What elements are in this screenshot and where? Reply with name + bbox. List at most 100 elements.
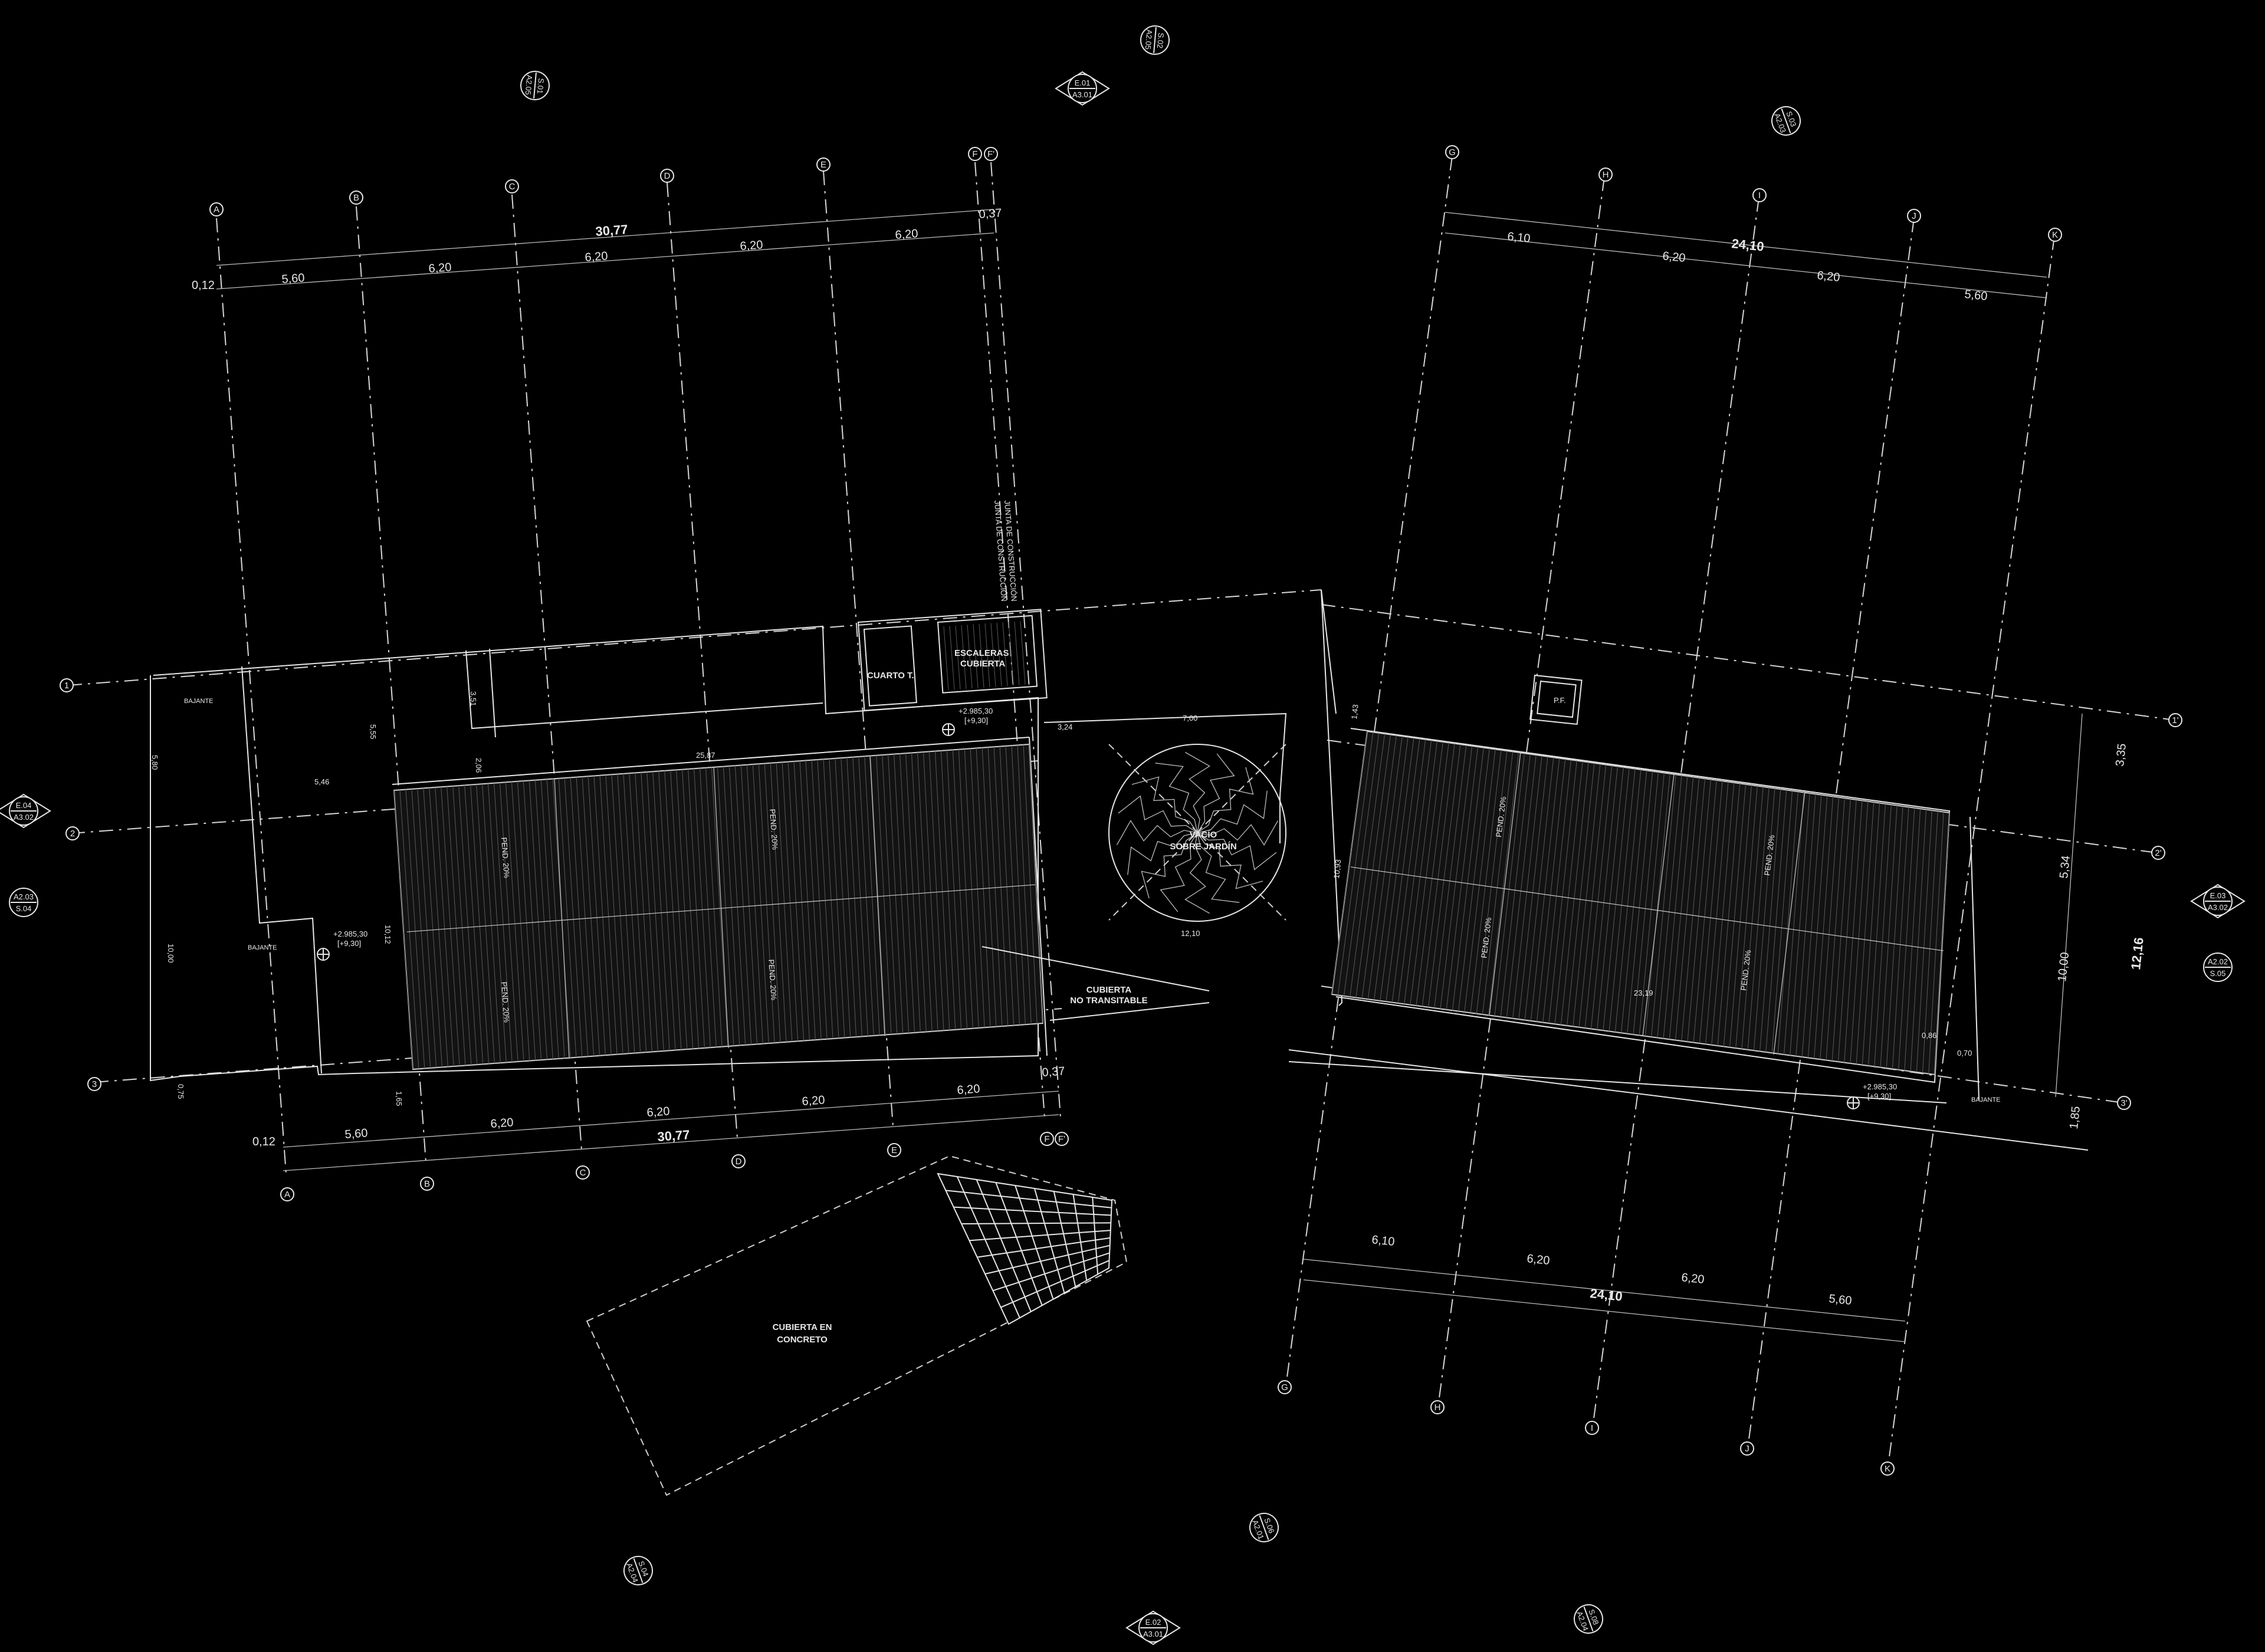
right-interior-dims: 5,34 3,35 12,16 10,00 1,85 10,93 1,43 23… bbox=[1332, 704, 2146, 1130]
dim-165: 1,65 bbox=[395, 1091, 403, 1106]
slope-label-3: PEND. 20% bbox=[500, 981, 511, 1023]
dim-span-top-4: 6,20 bbox=[740, 238, 763, 253]
svg-text:F: F bbox=[1044, 1134, 1049, 1144]
level-2-relative: [+9,30] bbox=[337, 939, 361, 948]
dim-right-span-top-3: 6,20 bbox=[1816, 269, 1840, 284]
bubble-row-2-left: 2 bbox=[65, 826, 80, 840]
dim-700: 7,00 bbox=[1183, 714, 1197, 722]
left-roof-panels: PEND. 20% PEND. 20% PEND. 20% PEND. 20% bbox=[393, 743, 1044, 1070]
dim-total-bot: 30,77 bbox=[657, 1127, 691, 1144]
bubble-k-top: K bbox=[2048, 228, 2062, 242]
svg-text:A3.01: A3.01 bbox=[1072, 90, 1092, 99]
dim-580: 5,80 bbox=[150, 755, 159, 770]
bubble-k-bot: K bbox=[1880, 1461, 1895, 1476]
svg-text:G: G bbox=[1281, 1382, 1288, 1392]
concrete-roof: CUBIERTA EN CONCRETO bbox=[586, 1155, 1128, 1496]
right-grid-lines bbox=[1285, 156, 2055, 1466]
dim-right-span-bot-1: 6,10 bbox=[1371, 1233, 1395, 1249]
vacio-label: VACÍO bbox=[1190, 830, 1217, 840]
right-building-block: 24,10 6,10 6,20 6,20 5,60 6,10 6,20 6,20… bbox=[1285, 156, 2171, 1466]
svg-text:J: J bbox=[1745, 1444, 1749, 1454]
bubble-f2-top: F' bbox=[984, 147, 998, 161]
dim-offset-left-bot: 0,12 bbox=[252, 1135, 275, 1148]
left-building-block: 30,77 0,37 0,12 5,60 6,20 6,20 6,20 6,20… bbox=[67, 162, 1322, 1174]
dim-070: 0,70 bbox=[1957, 1049, 1972, 1057]
sobre-jardin-label: SOBRE JARDÍN bbox=[1170, 842, 1236, 852]
svg-text:J: J bbox=[1912, 211, 1916, 221]
bubble-g-bot: G bbox=[1278, 1380, 1292, 1394]
dim-206: 2,06 bbox=[474, 758, 483, 773]
svg-text:E: E bbox=[891, 1145, 897, 1155]
level-marker-3: +2.985,30 [+9,30] bbox=[1847, 1082, 1897, 1109]
level-marker-1: +2.985,30 [+9,30] bbox=[942, 707, 993, 736]
bubble-b-top: B bbox=[349, 191, 363, 205]
bubble-f2-bot: F' bbox=[1055, 1132, 1069, 1146]
cuarto-label: CUARTO T. bbox=[867, 671, 914, 681]
svg-text:E.01: E.01 bbox=[1075, 78, 1091, 87]
dim-555: 5,55 bbox=[369, 724, 378, 739]
bubble-d-bot: D bbox=[731, 1154, 746, 1168]
svg-text:K: K bbox=[2052, 230, 2058, 240]
bubble-f-bot: F bbox=[1040, 1132, 1054, 1146]
section-marker-a2_02[interactable]: A2.02S.05 bbox=[2203, 953, 2233, 982]
dim-right-span-top-2: 6,20 bbox=[1662, 249, 1686, 265]
svg-text:A3.02: A3.02 bbox=[2208, 903, 2228, 912]
grid-bubbles: A B C D E F F' A B C D E F F' G H I J K … bbox=[60, 145, 2182, 1476]
dim-546: 5,46 bbox=[314, 777, 329, 786]
dim-span-top-3: 6,20 bbox=[585, 249, 608, 264]
left-interior-dims: 25,87 5,46 3,24 7,00 12,10 5,80 10,00 5,… bbox=[150, 691, 1200, 1106]
dim-1000-left: 10,00 bbox=[166, 944, 175, 963]
stair-core: CUARTO T. ESCALERAS CUBIERTA JUNTA DE CO… bbox=[857, 500, 1048, 711]
level-3-value: +2.985,30 bbox=[1863, 1082, 1897, 1091]
void-garden: VACÍO SOBRE JARDÍN CUBIERTA NO TRANSITAB… bbox=[982, 712, 1287, 1021]
dim-right-total-bot: 24,10 bbox=[1589, 1286, 1623, 1304]
dim-1216: 12,16 bbox=[2128, 937, 2146, 970]
cubierta-nt-label-1: CUBIERTA bbox=[1086, 985, 1132, 995]
svg-text:3': 3' bbox=[2120, 1098, 2127, 1108]
bubble-b-bot: B bbox=[420, 1177, 434, 1191]
right-top-dimensions: 24,10 6,10 6,20 6,20 5,60 bbox=[1445, 212, 2047, 303]
cubierta-small-label: CUBIERTA bbox=[960, 659, 1006, 669]
dim-1000-right: 10,00 bbox=[2056, 951, 2072, 982]
bajante-label-1: BAJANTE bbox=[184, 698, 214, 705]
dim-1210: 12,10 bbox=[1181, 929, 1200, 938]
dim-324: 3,24 bbox=[1058, 722, 1072, 731]
svg-text:2: 2 bbox=[70, 829, 75, 839]
dim-span-top-1: 5,60 bbox=[281, 271, 305, 286]
dim-351: 3,51 bbox=[469, 691, 478, 706]
bubble-row-2-right: 2' bbox=[2151, 846, 2165, 860]
svg-text:I: I bbox=[1591, 1423, 1593, 1433]
dim-right-span-bot-3: 6,20 bbox=[1680, 1271, 1705, 1286]
svg-text:G: G bbox=[1449, 147, 1456, 157]
bubble-e-bot: E bbox=[887, 1143, 901, 1157]
dim-1012: 10,12 bbox=[383, 925, 392, 944]
svg-text:K: K bbox=[1885, 1464, 1890, 1474]
dim-span-bot-4: 6,20 bbox=[802, 1093, 825, 1108]
svg-text:E.02: E.02 bbox=[1145, 1618, 1161, 1627]
bubble-j-top: J bbox=[1907, 209, 1921, 223]
dim-2319: 23,19 bbox=[1634, 988, 1653, 997]
svg-text:E: E bbox=[820, 160, 826, 170]
bubble-f-top: F bbox=[968, 147, 982, 161]
left-top-dimensions: 30,77 0,37 0,12 5,60 6,20 6,20 6,20 6,20 bbox=[192, 206, 1002, 292]
level-1-relative: [+9,30] bbox=[964, 716, 988, 725]
bubble-e-top: E bbox=[816, 157, 830, 172]
svg-text:A3.01: A3.01 bbox=[1143, 1630, 1163, 1638]
section-marker-a2_01[interactable]: A2.03S.04 bbox=[9, 888, 38, 917]
bubble-c-bot: C bbox=[576, 1165, 590, 1180]
svg-text:D: D bbox=[664, 171, 671, 181]
dim-right-span-top-1: 6,10 bbox=[1506, 230, 1531, 245]
slope-label-2: PEND. 20% bbox=[768, 809, 780, 850]
svg-text:A2.05: A2.05 bbox=[1144, 29, 1154, 50]
bubble-j-bot: J bbox=[1740, 1441, 1754, 1456]
